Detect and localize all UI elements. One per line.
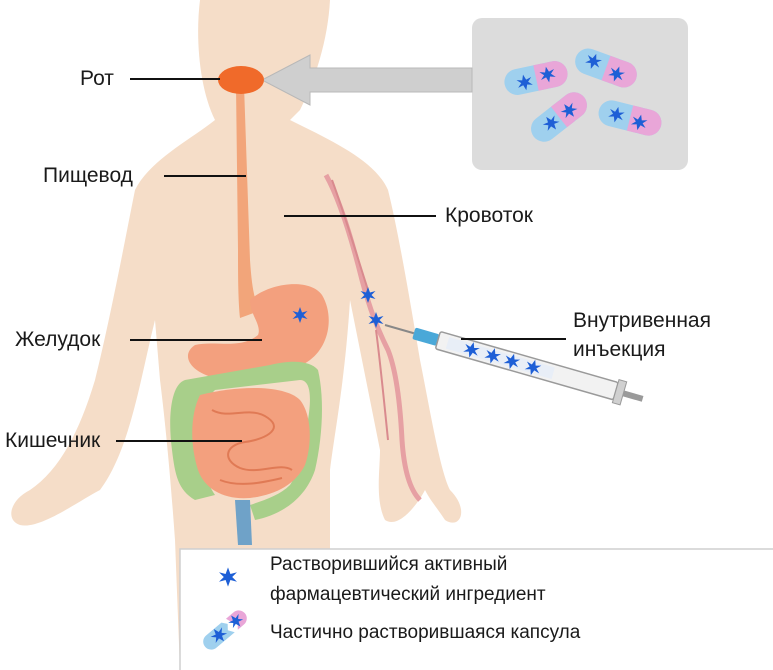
legend-box (179, 548, 773, 670)
capsule-1 (504, 61, 568, 95)
arm-blood-vessel (323, 173, 422, 502)
capsule-4 (598, 100, 662, 136)
human-body-silhouette (11, 0, 462, 670)
label-mouth: Рот (80, 67, 114, 90)
label-bloodstream: Кровоток (445, 204, 533, 227)
legend-capsule-icon (203, 610, 247, 650)
label-esophagus: Пищевод (43, 164, 133, 187)
stomach-shape (187, 284, 329, 381)
label-intestine: Кишечник (5, 429, 101, 452)
label-iv-injection-line1: Внутривенная (573, 309, 711, 332)
rectum-shape (235, 500, 252, 545)
legend-capsule-text: Частично растворившаяся капсула (270, 622, 581, 643)
legend-api-text-line1: Растворившийся активный (270, 554, 508, 575)
small-intestine-shape (192, 388, 310, 499)
capsule-3 (531, 92, 587, 142)
leader-lines (116, 78, 566, 442)
capsule-2 (575, 48, 637, 88)
esophagus-shape (236, 85, 262, 318)
label-iv-injection-line2: инъекция (573, 338, 666, 361)
oral-capsules-panel (472, 18, 688, 170)
oral-arrow (260, 54, 473, 106)
large-intestine-shape (170, 361, 322, 520)
legend-api-text-line2: фармацевтический ингредиент (270, 584, 546, 605)
label-stomach: Желудок (15, 328, 101, 351)
mouth-shape (218, 66, 264, 94)
syringe (384, 324, 644, 406)
